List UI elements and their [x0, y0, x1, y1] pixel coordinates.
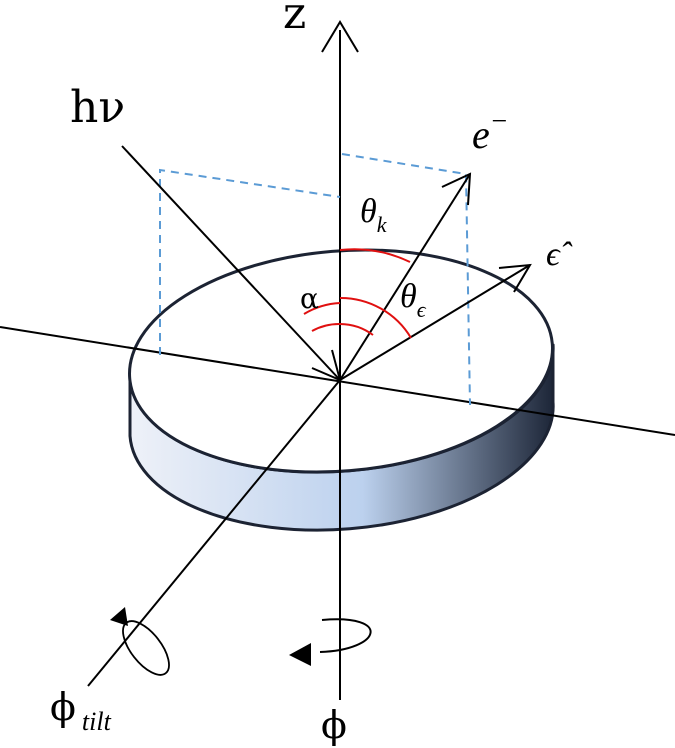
- theta-e-label: θϵ: [400, 278, 427, 322]
- rotation-arrow-icon: [110, 607, 170, 676]
- polarization-arrowhead: [498, 263, 532, 293]
- electron-vector: [339, 173, 471, 381]
- alpha-label: α: [300, 282, 319, 315]
- z-axis-arrowhead: [321, 20, 359, 53]
- photon-label: hν: [70, 82, 125, 133]
- tilt-axis: [87, 379, 341, 687]
- alpha-arc-inner: [339, 323, 374, 336]
- polarization-label: ϵ̂: [546, 236, 573, 273]
- projection-lines: [159, 153, 471, 406]
- electron-arrowhead: [441, 172, 472, 206]
- alpha-arc-outer: [303, 302, 341, 315]
- photon-beam: [121, 145, 341, 381]
- z-axis-label: z: [283, 0, 306, 39]
- rotation-arrow-icon: [289, 618, 372, 666]
- theta-e-arc: [339, 296, 412, 339]
- electron-label: e−: [472, 106, 509, 157]
- angle-arcs: [303, 248, 412, 339]
- theta-k-arc: [339, 248, 411, 263]
- photon-projection: [159, 168, 341, 355]
- polarization-vector: [339, 264, 531, 381]
- phi-label: ϕ: [321, 703, 347, 747]
- theta-k-label: θk: [360, 193, 388, 237]
- alpha-arc-inner-left: [311, 322, 341, 332]
- sample-axis-line: [0, 326, 675, 436]
